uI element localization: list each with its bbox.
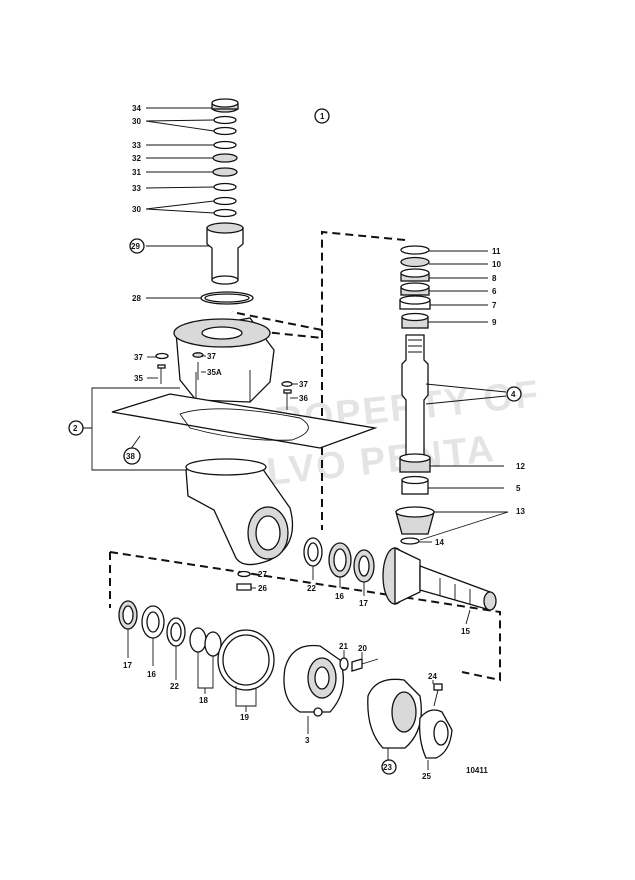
callout-9: 9	[492, 318, 497, 327]
callout-37: 37	[207, 352, 216, 361]
callout-19: 19	[240, 713, 249, 722]
pinion-shaft-stack	[395, 245, 435, 545]
drain-plug-parts	[236, 570, 252, 591]
callout-13: 13	[516, 507, 525, 516]
lower-bearing-row	[118, 600, 275, 691]
callout-22: 22	[307, 584, 316, 593]
callout-3: 3	[305, 736, 310, 745]
callout-28: 28	[132, 294, 141, 303]
callout-labels: 34 30 33 32 31 33 30 29 28 1 11 10 8 6 7…	[68, 104, 525, 781]
callout-16: 16	[335, 592, 344, 601]
callout-22: 22	[170, 682, 179, 691]
callout-1: 1	[320, 112, 325, 121]
leader-lines	[82, 107, 509, 770]
assembly-dash-lines	[109, 230, 501, 682]
callout-29: 29	[131, 242, 140, 251]
callout-35: 35	[134, 374, 143, 383]
propeller-shaft-gear	[382, 546, 497, 611]
callout-30: 30	[132, 117, 141, 126]
callout-37: 37	[134, 353, 143, 362]
callout-17: 17	[359, 599, 368, 608]
callout-18: 18	[199, 696, 208, 705]
housing-bolts	[155, 352, 293, 410]
callout-32: 32	[132, 154, 141, 163]
callout-23: 23	[383, 763, 392, 772]
callout-34: 34	[132, 104, 141, 113]
gasket-plate	[111, 393, 378, 449]
callout-11: 11	[492, 247, 501, 256]
callout-24: 24	[428, 672, 437, 681]
callout-17: 17	[123, 661, 132, 670]
callout-30: 30	[132, 205, 141, 214]
callout-37: 37	[299, 380, 308, 389]
callout-circle-4	[506, 386, 522, 402]
cover-and-hub	[367, 678, 453, 759]
elbow-housing	[185, 458, 294, 566]
upper-housing	[173, 317, 275, 403]
callout-25: 25	[422, 772, 431, 781]
callout-5: 5	[516, 484, 521, 493]
callout-27: 27	[258, 570, 267, 579]
callout-33: 33	[132, 141, 141, 150]
callout-16: 16	[147, 670, 156, 679]
callout-circle-23	[381, 759, 397, 775]
callout-21: 21	[339, 642, 348, 651]
housing-screw	[339, 657, 379, 672]
callout-35a: 35A	[207, 368, 222, 377]
callout-circle-38	[123, 447, 141, 465]
callout-7: 7	[492, 301, 497, 310]
callout-6: 6	[492, 287, 497, 296]
callout-26: 26	[258, 584, 267, 593]
callout-38: 38	[126, 452, 135, 461]
callout-14: 14	[435, 538, 444, 547]
callout-12: 12	[516, 462, 525, 471]
callout-15: 15	[461, 627, 470, 636]
callout-circle-1	[314, 108, 330, 124]
callout-circle-2	[68, 420, 84, 436]
mid-bearing-row	[303, 537, 375, 583]
callout-10: 10	[492, 260, 501, 269]
callout-4: 4	[511, 390, 516, 399]
callout-8: 8	[492, 274, 497, 283]
callout-circle-29	[129, 238, 145, 254]
bearing-housing	[283, 644, 344, 717]
drawing-number: 10411	[466, 766, 488, 775]
callout-36: 36	[299, 394, 308, 403]
callout-31: 31	[132, 168, 141, 177]
callout-33: 33	[132, 184, 141, 193]
vertical-shaft-stack	[200, 98, 254, 305]
callout-2: 2	[73, 424, 78, 433]
callout-20: 20	[358, 644, 367, 653]
